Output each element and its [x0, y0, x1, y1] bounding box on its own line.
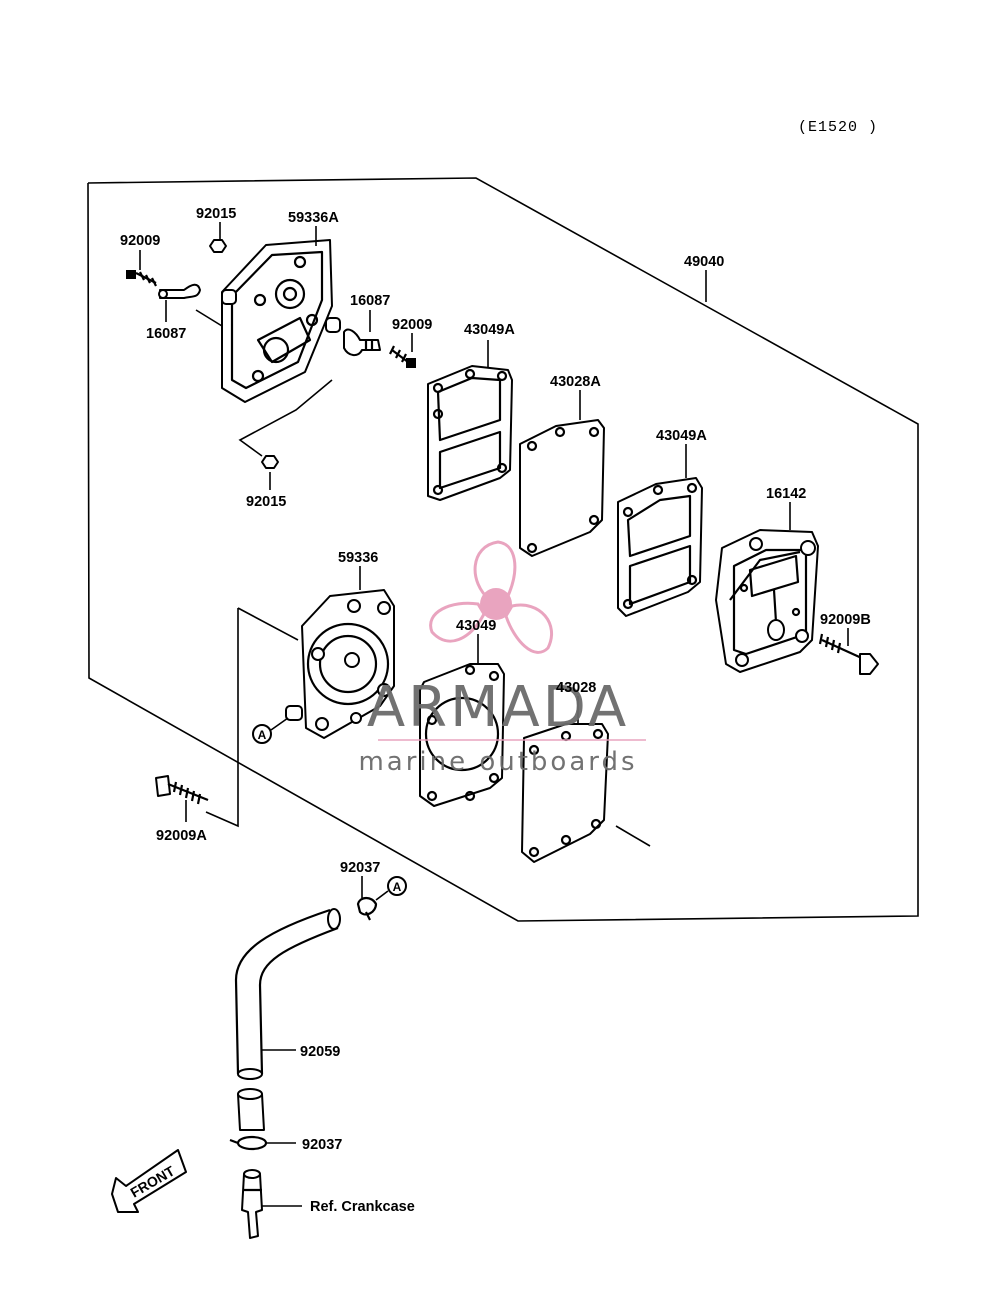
gasket-43049A-top	[427, 365, 513, 501]
svg-text:A: A	[393, 880, 402, 894]
screw-92009-right	[389, 345, 416, 368]
label-92009-a: 92009	[120, 233, 160, 249]
watermark-brand: ARMADA	[367, 675, 629, 740]
hose-clip-92037-upper	[356, 896, 378, 921]
label-59336: 59336	[338, 550, 378, 566]
gasket-43049	[419, 663, 505, 807]
hose-clip-92037-lower	[229, 1135, 268, 1151]
screw-92009-left	[126, 270, 157, 287]
diagram-code: (E1520 )	[798, 119, 878, 136]
label-49040: 49040	[684, 254, 724, 270]
pump-cover-upper	[221, 239, 341, 403]
label-92037-a: 92037	[340, 860, 380, 876]
bolt-92009A	[155, 775, 209, 805]
crankcase-nipple	[241, 1169, 263, 1239]
label-92037-b: 92037	[302, 1137, 342, 1153]
label-16087-a: 16087	[146, 326, 186, 342]
label-92009-b: 92009	[392, 317, 432, 333]
label-43028: 43028	[556, 680, 596, 696]
svg-text:A: A	[258, 728, 267, 742]
hose-short-piece	[237, 1088, 265, 1131]
label-92009B: 92009B	[820, 612, 871, 628]
nut-92015-top	[209, 239, 227, 253]
gasket-43049A-right	[617, 477, 703, 617]
label-ref-crankcase: Ref. Crankcase	[310, 1199, 415, 1215]
pump-body-59336	[285, 589, 395, 739]
elbow-fitting-16087-right	[343, 328, 381, 356]
label-43049A-b: 43049A	[656, 428, 707, 444]
label-43049: 43049	[456, 618, 496, 634]
label-59336A: 59336A	[288, 210, 339, 226]
elbow-fitting-16087-left	[158, 283, 201, 299]
marker-a-lower: A	[375, 876, 407, 901]
label-16087-b: 16087	[350, 293, 390, 309]
diaphragm-43028A	[519, 419, 605, 557]
nut-92015-bottom	[261, 455, 279, 469]
watermark-logo: ARMADA marine outboards	[358, 540, 646, 777]
label-92015-a: 92015	[196, 206, 236, 222]
diaphragm-43028	[521, 723, 609, 863]
propeller-icon	[429, 540, 554, 654]
pump-cover-16142	[715, 529, 819, 673]
label-92009A: 92009A	[156, 828, 207, 844]
label-43028A: 43028A	[550, 374, 601, 390]
label-92015-b: 92015	[246, 494, 286, 510]
label-92059: 92059	[300, 1044, 340, 1060]
label-16142: 16142	[766, 486, 806, 502]
marker-a-upper: A	[252, 717, 289, 744]
screw-92009B	[818, 633, 879, 675]
fuel-hose-92059	[234, 908, 341, 1080]
label-43049A-a: 43049A	[464, 322, 515, 338]
assembly-outline	[87, 177, 919, 922]
watermark-tagline: marine outboards	[358, 747, 637, 777]
front-direction-arrow: FRONT	[111, 1149, 187, 1213]
